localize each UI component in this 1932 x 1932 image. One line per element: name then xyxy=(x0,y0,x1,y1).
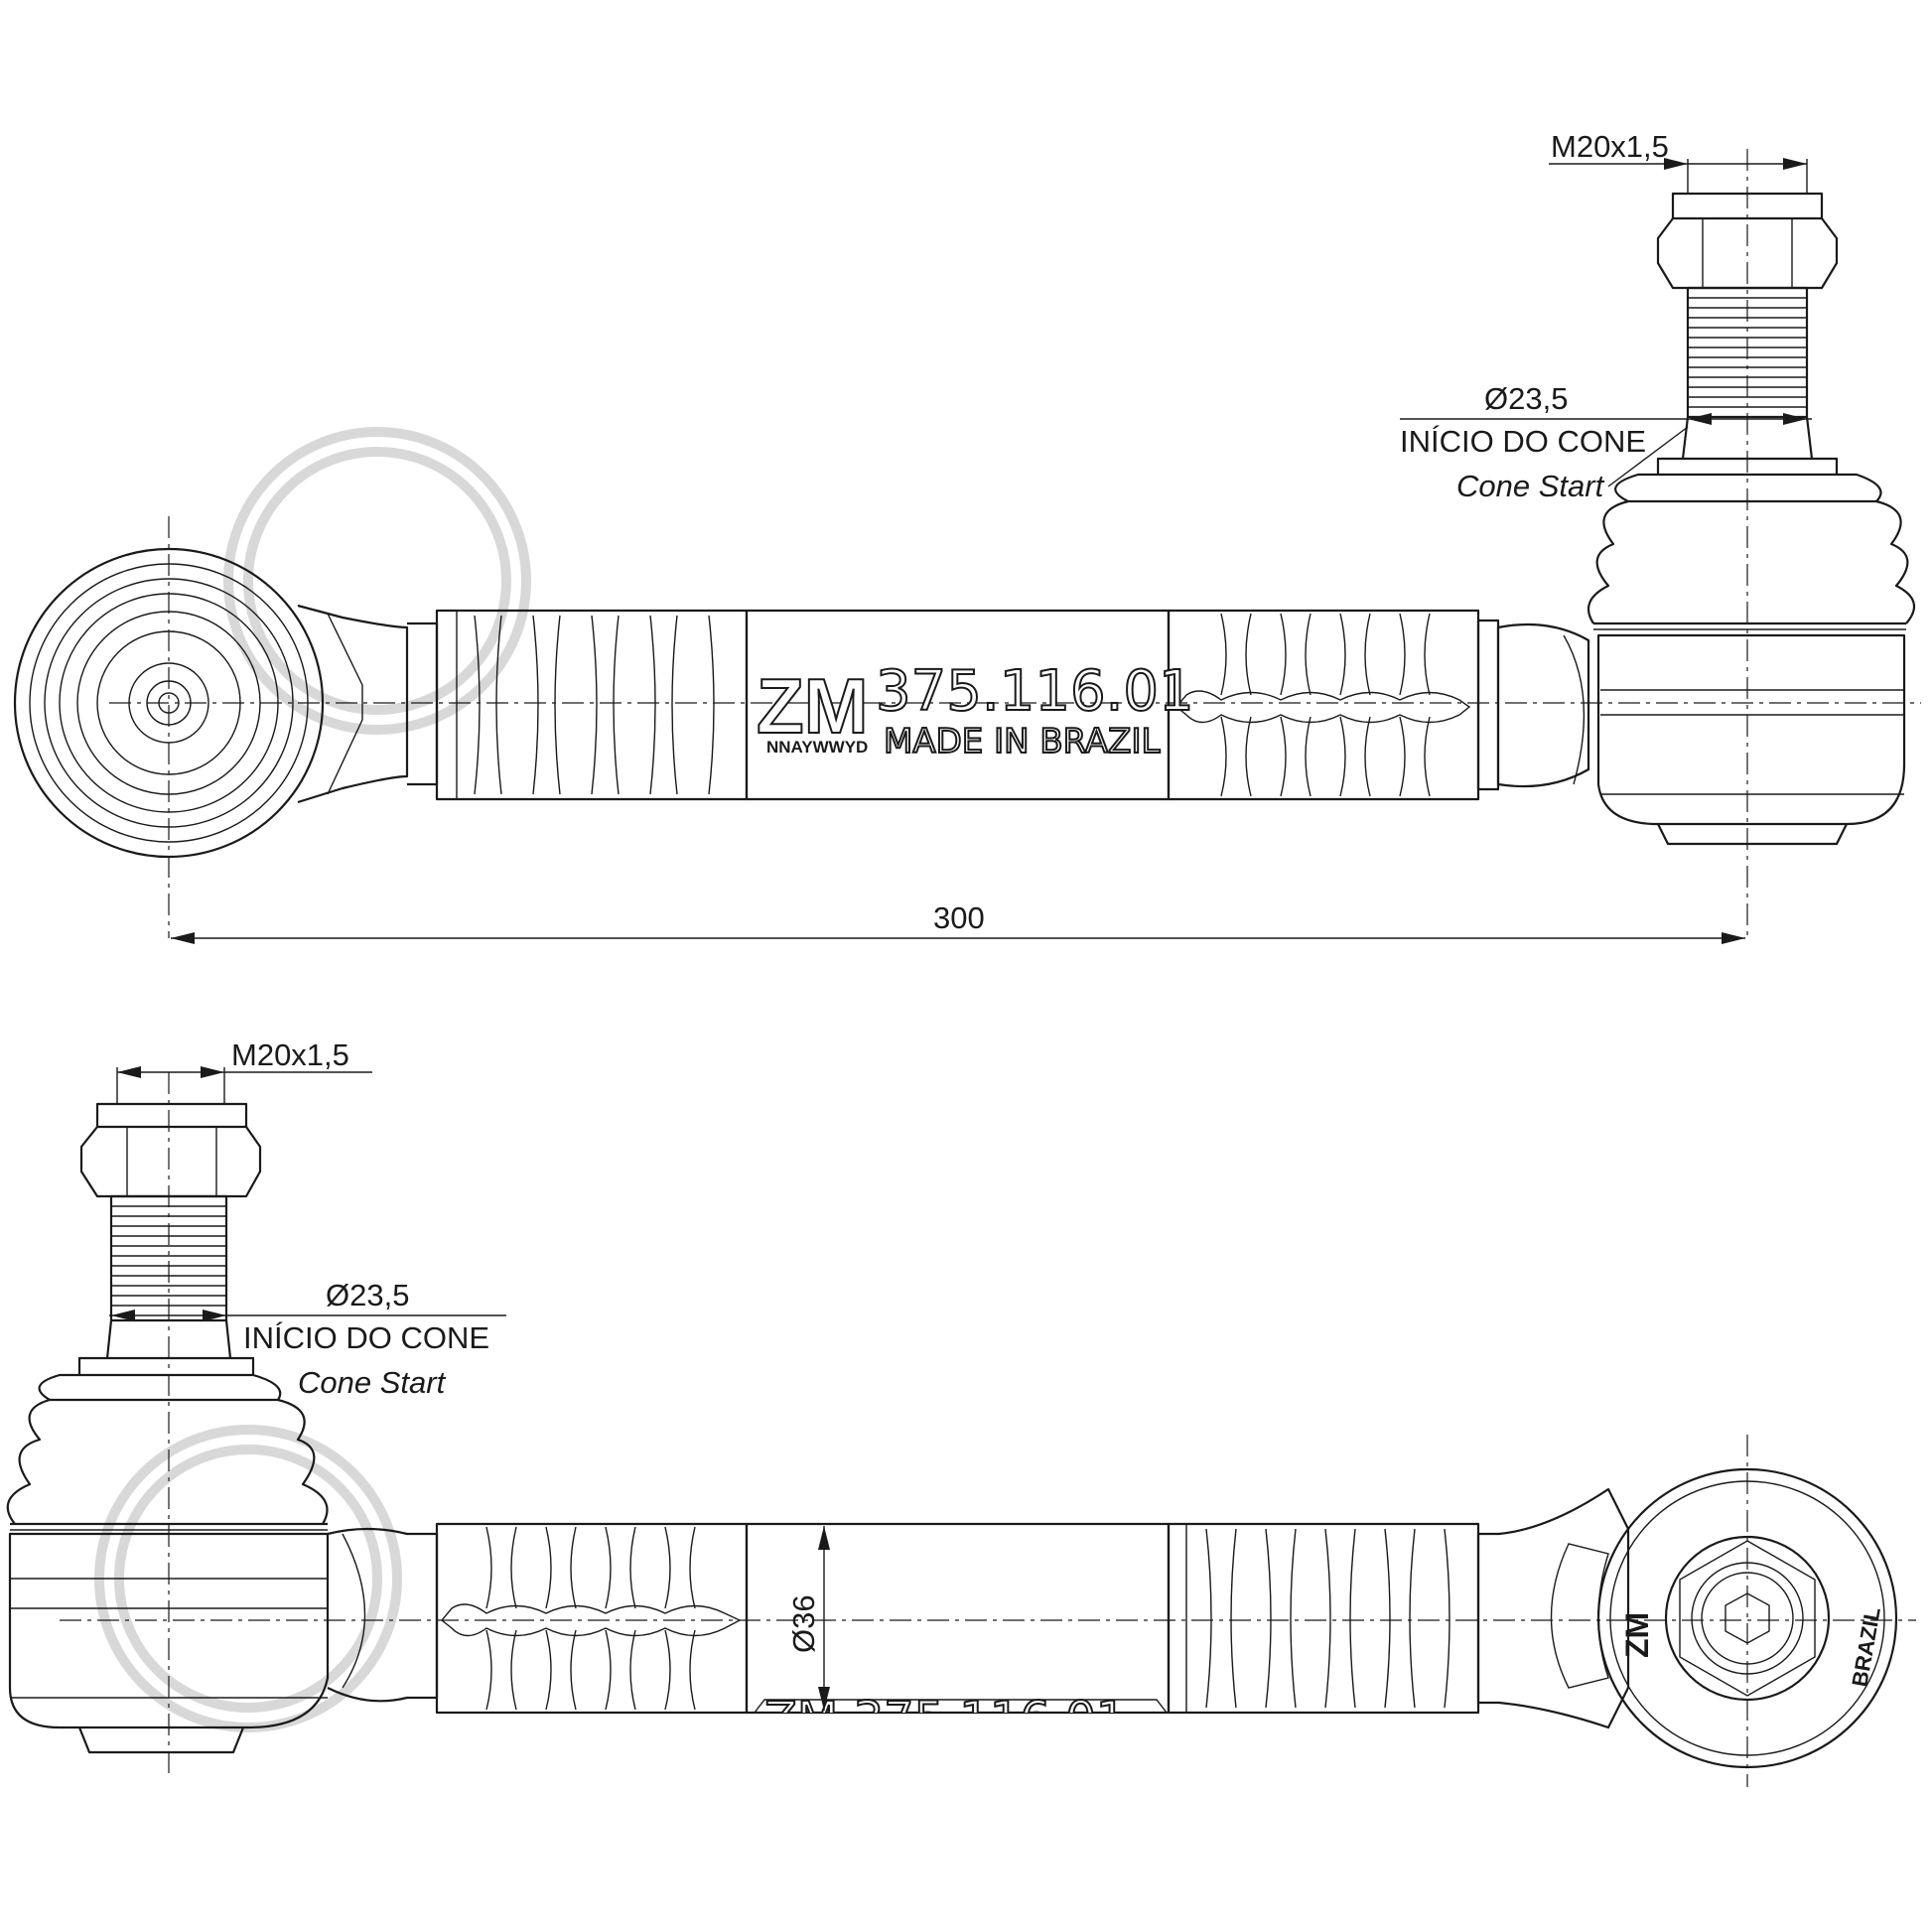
thread-top-label: M20x1,5 xyxy=(1551,129,1669,164)
dim-overall-length xyxy=(171,932,1745,944)
cone-label-pt-bottom: INÍCIO DO CONE xyxy=(243,1320,489,1355)
top-view xyxy=(13,149,1921,938)
dim-thread-top xyxy=(1549,158,1808,194)
bottom-part-marking: ZM 375.116.01 xyxy=(764,1692,1126,1747)
part-number: 375.116.01 xyxy=(876,659,1194,724)
bottom-thread xyxy=(111,1205,226,1307)
dim-cone-top xyxy=(1400,413,1812,487)
cone-diameter-bottom: Ø23,5 xyxy=(326,1278,409,1312)
overall-length-label: 300 xyxy=(933,900,985,935)
dim-thread-bottom xyxy=(116,1066,372,1104)
cone-label-en-bottom: Cone Start xyxy=(298,1365,447,1400)
eye-origin: BRAZIL xyxy=(1847,1605,1885,1689)
brand-logo: ZM xyxy=(757,662,869,750)
cone-label-en-top: Cone Start xyxy=(1456,469,1605,503)
cone-diameter-top: Ø23,5 xyxy=(1484,381,1568,416)
eye-brand: ZM xyxy=(1619,1612,1655,1658)
origin-marking: MADE IN BRAZIL xyxy=(884,722,1160,761)
bottom-view xyxy=(6,1072,1916,1787)
dim-tube-diameter xyxy=(818,1526,830,1711)
dim-cone-bottom xyxy=(109,1310,506,1321)
watermark-logo-top xyxy=(223,427,531,735)
date-code: NNAYWWYD xyxy=(766,738,868,757)
cone-label-pt-top: INÍCIO DO CONE xyxy=(1400,424,1646,459)
thread-bottom-label: M20x1,5 xyxy=(231,1037,349,1072)
tube-diameter-label: Ø36 xyxy=(786,1594,821,1653)
